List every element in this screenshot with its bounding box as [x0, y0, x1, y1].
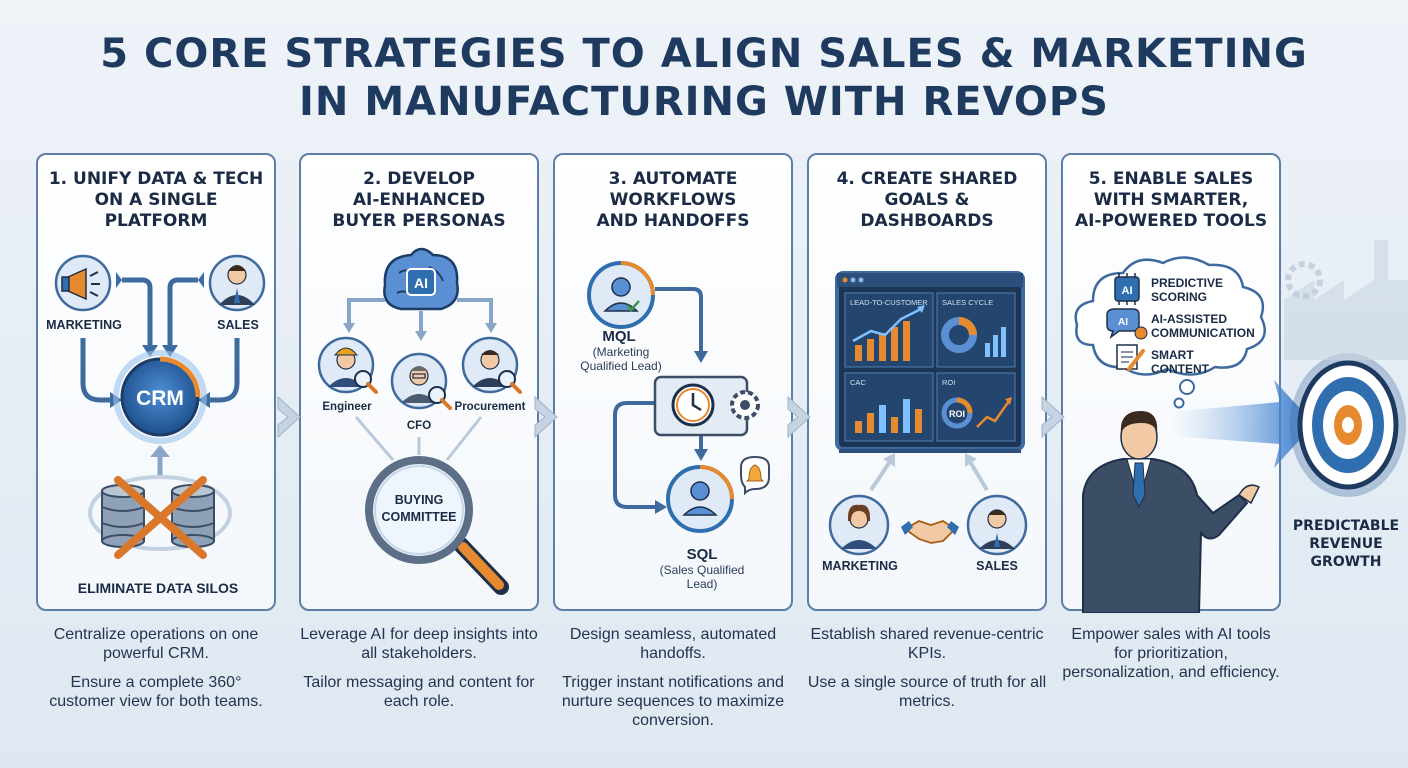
- main-title-line-2: IN MANUFACTURING WITH REVOPS: [299, 79, 1109, 125]
- crm-label: CRM: [136, 387, 184, 410]
- tool-1-line-1: PREDICTIVE: [1151, 276, 1223, 290]
- description-strategy-1: Centralize operations on one powerful CR…: [36, 625, 276, 721]
- procurement-label: Procurement: [455, 401, 526, 413]
- description-line: Centralize operations on one powerful CR…: [53, 626, 259, 662]
- sql-sub-line-1: (Sales Qualified: [660, 563, 745, 577]
- roi-value: ROI: [949, 409, 965, 419]
- salesperson-icon: [208, 254, 266, 312]
- sync-arrows: [80, 277, 240, 403]
- sales-label: SALES: [976, 559, 1018, 573]
- description-line: Establish shared revenue-centric KPIs.: [810, 626, 1044, 662]
- cfo-persona-icon: [390, 352, 452, 410]
- tool-2-line-1: AI-ASSISTED: [1151, 312, 1227, 326]
- panel-ai-sales-tools: 5. ENABLE SALES WITH SMARTER, AI-POWERED…: [1061, 153, 1281, 613]
- panel-automate-workflows: 3. AUTOMATE WORKFLOWS AND HANDOFFS MQL (…: [553, 153, 793, 611]
- arrow-heads: [655, 351, 708, 514]
- description-line: Tailor messaging and content for each ro…: [303, 674, 535, 710]
- megaphone-icon: [54, 254, 112, 312]
- cross-out-icon: [114, 476, 207, 559]
- panel-title: 1. UNIFY DATA & TECH ON A SINGLE PLATFOR…: [48, 169, 264, 231]
- main-title-line-1: 5 CORE STRATEGIES TO ALIGN SALES & MARKE…: [100, 31, 1308, 77]
- sales-label: SALES: [217, 318, 259, 332]
- description-strategy-3: Design seamless, automated handoffs. Tri…: [553, 625, 793, 740]
- revenue-target-graphic: [1170, 353, 1406, 497]
- chevron-right-icon: [534, 395, 558, 439]
- marketing-label: MARKETING: [46, 318, 122, 332]
- businessman-figure: [1082, 411, 1261, 613]
- panel-title: 4. CREATE SHARED GOALS & DASHBOARDS: [836, 169, 1018, 231]
- focus-lines: [354, 416, 483, 461]
- connector-lines: [347, 298, 493, 333]
- chevron-right-icon: [787, 395, 811, 439]
- procurement-persona-icon: [461, 336, 522, 394]
- description-line: Empower sales with AI tools for prioriti…: [1062, 626, 1280, 681]
- arrow-to-target: [1170, 380, 1314, 468]
- engineer-persona-icon: [317, 336, 378, 394]
- ai-chat-label: AI: [1118, 317, 1128, 328]
- description-line: Leverage AI for deep insights into all s…: [300, 626, 538, 662]
- ai-chat-icon: AI: [1106, 308, 1148, 340]
- panel-title: 2. DEVELOP AI-ENHANCED BUYER PERSONAS: [332, 169, 506, 231]
- notification-bell-icon: [740, 455, 770, 496]
- tool-3-line-2: CONTENT: [1151, 362, 1210, 376]
- donut-chart-widget: [941, 317, 1006, 357]
- handshake-icon: [901, 520, 959, 544]
- tool-1-line-2: SCORING: [1151, 290, 1207, 304]
- outcome-label: PREDICTABLE REVENUE GROWTH: [1292, 518, 1400, 570]
- widget-title-1: LEAD-TO-CUSTOMER: [850, 298, 928, 307]
- tool-2-line-2: COMMUNICATION: [1151, 326, 1255, 340]
- bar-line-chart-widget: [852, 305, 925, 361]
- ai-brain-icon: AI: [383, 247, 459, 311]
- chevron-right-icon: [1041, 395, 1065, 439]
- panel-title: 3. AUTOMATE WORKFLOWS AND HANDOFFS: [596, 169, 750, 231]
- bar-chart-widget: [855, 399, 922, 433]
- mql-sub-line-2: Qualified Lead): [580, 359, 661, 373]
- committee-label-line-1: BUYING: [395, 493, 444, 507]
- description-line: Trigger instant notifications and nurtur…: [561, 674, 785, 729]
- arrow-heads: [110, 272, 210, 408]
- widget-title-3: CAC: [850, 378, 866, 387]
- magnifier-icon: [365, 456, 509, 595]
- mql-sub-line-1: (Marketing: [593, 345, 650, 359]
- silo-ring: [88, 475, 232, 551]
- ai-chip-label: AI: [1122, 285, 1133, 297]
- sales-person-icon: [966, 494, 1028, 556]
- arrow-heads: [343, 323, 497, 341]
- chevron-right-icon: [277, 395, 301, 439]
- tool-3-line-1: SMART: [1151, 348, 1194, 362]
- description-line: Ensure a complete 360° customer view for…: [49, 674, 263, 710]
- roi-widget: [941, 397, 1012, 429]
- marketing-person-icon: [828, 494, 890, 556]
- marketing-label: MARKETING: [822, 559, 898, 573]
- ai-chip-icon: AI: [1114, 273, 1140, 305]
- sql-sub-line-2: Lead): [687, 577, 718, 591]
- sql-label: SQL: [687, 546, 718, 563]
- crm-hub: CRM: [113, 350, 207, 444]
- description-strategy-2: Leverage AI for deep insights into all s…: [299, 625, 539, 721]
- ai-label: AI: [414, 275, 428, 291]
- mql-label: MQL: [602, 328, 635, 345]
- widget-title-4: ROI: [942, 378, 955, 387]
- up-arrow-head: [150, 445, 170, 457]
- description-line: Design seamless, automated handoffs.: [569, 626, 777, 662]
- description-line: Use a single source of truth for all met…: [807, 674, 1047, 710]
- target-icon: [1290, 353, 1406, 497]
- panel-buyer-personas: 2. DEVELOP AI-ENHANCED BUYER PERSONAS AI…: [299, 153, 539, 611]
- description-strategy-4: Establish shared revenue-centric KPIs. U…: [807, 625, 1047, 721]
- engineer-label: Engineer: [322, 401, 372, 413]
- document-pen-icon: [1116, 344, 1145, 371]
- factory-background-icon: [1284, 240, 1408, 360]
- panel-title: 5. ENABLE SALES WITH SMARTER, AI-POWERED…: [1074, 169, 1268, 231]
- cfo-label: CFO: [407, 420, 431, 432]
- panel-unify-data: 1. UNIFY DATA & TECH ON A SINGLE PLATFOR…: [36, 153, 276, 611]
- up-arrows: [869, 453, 989, 492]
- widget-title-2: SALES CYCLE: [942, 298, 993, 307]
- sql-user-icon: [666, 465, 734, 533]
- panel-shared-dashboards: 4. CREATE SHARED GOALS & DASHBOARDS LEAD…: [807, 153, 1047, 611]
- automation-engine-icon: [653, 375, 760, 437]
- description-strategy-5: Empower sales with AI tools for prioriti…: [1061, 625, 1281, 692]
- committee-label-line-2: COMMITTEE: [382, 510, 457, 524]
- mql-user-icon: [587, 261, 655, 329]
- silos-label: ELIMINATE DATA SILOS: [78, 580, 238, 596]
